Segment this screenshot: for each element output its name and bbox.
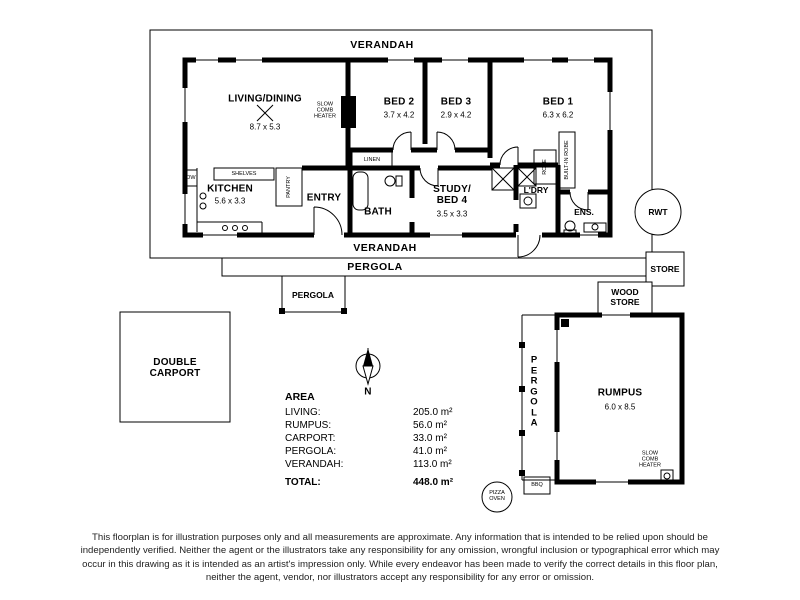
area-row-verandah: VERANDAH: 113.0 m² — [285, 458, 453, 471]
label-pizza-oven: PIZZA OVEN — [489, 489, 505, 502]
carport-outline — [119, 311, 231, 423]
toilet-ens — [564, 220, 576, 232]
area-label: LIVING: — [285, 407, 321, 418]
heater-rumpus-box — [660, 469, 674, 483]
room-laundry-name: L'DRY — [523, 185, 549, 195]
label-store: STORE — [650, 264, 680, 274]
label-shelves: SHELVES — [231, 170, 257, 177]
rwt-tank — [634, 188, 682, 236]
cutlery-icon — [256, 104, 274, 122]
area-total-value: 448.0 m² — [413, 477, 454, 488]
toilet-bath — [384, 175, 396, 187]
room-bed1-dims: 6.3 x 6.2 — [542, 110, 574, 120]
heater-living-box — [341, 96, 356, 128]
room-living-dining-name: LIVING/DINING — [228, 93, 302, 105]
label-rwt: RWT — [648, 207, 668, 217]
linen-closet — [351, 151, 393, 169]
label-bbq: BBQ — [531, 481, 543, 488]
fixtures — [185, 96, 674, 483]
room-bed3-dims: 2.9 x 4.2 — [440, 110, 472, 120]
room-entry-name: ENTRY — [306, 192, 342, 204]
area-row-carport: CARPORT: 33.0 m² — [285, 432, 453, 445]
area-row-pergola: PERGOLA: 41.0 m² — [285, 445, 453, 458]
compass-rose — [355, 348, 381, 386]
area-value: 41.0 m² — [413, 446, 447, 457]
area-label: PERGOLA: — [285, 446, 337, 457]
room-kitchen-name: KITCHEN — [207, 183, 253, 195]
shelves-unit — [213, 167, 275, 181]
label-pergola-box: PERGOLA — [291, 290, 335, 300]
pizza-oven-circle — [481, 481, 513, 513]
label-built-in-robe: BUILT-IN ROBE — [563, 140, 570, 180]
area-label: RUMPUS: — [285, 420, 332, 431]
label-wood-store: WOOD STORE — [610, 287, 640, 307]
label-pergola-vertical: PERGOLA — [530, 354, 538, 429]
rumpus-post — [561, 319, 569, 327]
label-pergola-strip: PERGOLA — [347, 261, 403, 273]
house-outline — [182, 57, 613, 238]
area-value: 56.0 m² — [413, 420, 447, 431]
area-label: VERANDAH: — [285, 459, 344, 470]
area-row-rumpus: RUMPUS: 56.0 m² — [285, 419, 453, 432]
pantry-closet — [275, 167, 303, 207]
wood-store-outline — [597, 281, 653, 314]
area-row-total: TOTAL: 448.0 m² — [285, 476, 453, 489]
room-rumpus-name: RUMPUS — [597, 387, 643, 399]
room-study-bed4-dims: 3.5 x 3.3 — [436, 209, 468, 219]
room-kitchen-dims: 5.6 x 3.3 — [214, 196, 246, 206]
pergola-side-outline — [521, 314, 557, 481]
pergola-strip-outline — [221, 258, 653, 277]
robe-closet — [533, 149, 557, 185]
area-row-living: LIVING: 205.0 m² — [285, 406, 453, 419]
area-table: AREA LIVING: 205.0 m² RUMPUS: 56.0 m² CA… — [285, 391, 453, 489]
pergola-posts — [279, 308, 525, 476]
room-rumpus-dims: 6.0 x 8.5 — [604, 402, 636, 412]
label-double-carport: DOUBLE CARPORT — [149, 357, 201, 379]
room-bed2-name: BED 2 — [383, 96, 415, 108]
room-study-bed4-name: STUDY/ BED 4 — [433, 184, 471, 206]
room-bath-name: BATH — [364, 206, 392, 218]
pergola-box-outline — [281, 275, 346, 313]
label-verandah-bottom: VERANDAH — [353, 242, 417, 254]
area-value: 205.0 m² — [413, 407, 453, 418]
store-outline — [645, 251, 685, 287]
bathtub — [352, 171, 369, 211]
room-bed1-name: BED 1 — [542, 96, 574, 108]
label-dishwasher: DW — [186, 174, 196, 181]
cupboard-x2 — [517, 167, 537, 187]
label-slow-comb-heater-rumpus: SLOW COMB HEATER — [639, 450, 661, 470]
room-bed3-name: BED 3 — [440, 96, 472, 108]
kitchen-counter — [196, 168, 263, 235]
outbuildings — [481, 188, 685, 513]
label-pantry: PANTRY — [285, 176, 292, 198]
label-linen: LINEN — [363, 156, 381, 163]
label-north: N — [364, 386, 372, 398]
area-table-heading: AREA — [285, 391, 315, 403]
label-slow-comb-heater-living: SLOW COMB HEATER — [314, 101, 336, 121]
disclaimer-text: This floorplan is for illustration purpo… — [80, 532, 720, 584]
cupboard-x1 — [491, 167, 515, 191]
laundry-trough — [519, 193, 537, 209]
label-verandah-top: VERANDAH — [350, 39, 414, 51]
walls — [182, 57, 685, 485]
area-total-label: TOTAL: — [285, 477, 321, 488]
built-in-robe-closet — [558, 131, 576, 189]
windows-doors — [182, 57, 630, 485]
room-living-dining-dims: 8.7 x 5.3 — [249, 122, 281, 132]
label-robe: ROBE — [541, 159, 548, 175]
vanity-ens — [583, 222, 607, 233]
area-label: CARPORT: — [285, 433, 336, 444]
area-value: 113.0 m² — [413, 459, 452, 470]
room-bed2-dims: 3.7 x 4.2 — [383, 110, 415, 120]
bbq-outline — [523, 476, 551, 495]
room-ens-name: ENS. — [574, 207, 594, 217]
area-value: 33.0 m² — [413, 433, 447, 444]
verandah-outline — [149, 29, 653, 259]
